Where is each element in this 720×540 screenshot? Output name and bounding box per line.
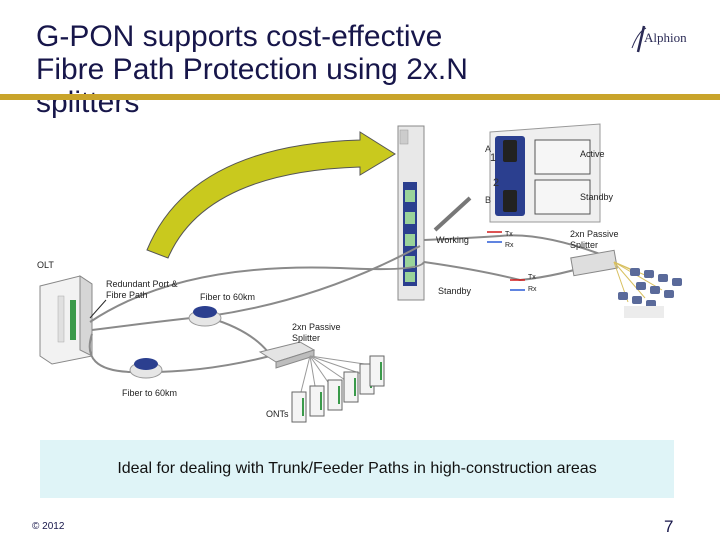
label-onts: ONTs — [266, 409, 289, 419]
curved-arrow — [146, 131, 396, 259]
label-tx-working: Tx — [505, 231, 513, 238]
connector-zoom — [433, 123, 601, 232]
ont-device — [369, 355, 385, 387]
splitter-right — [570, 249, 618, 277]
ont-group — [291, 355, 385, 423]
label-tx-standby: Tx — [528, 274, 536, 281]
title-underline — [0, 94, 720, 100]
label-redundant: Redundant Port & Fibre Path — [106, 279, 178, 300]
logo-text: Alphion — [644, 30, 687, 45]
slide-title: G-PON supports cost-effective Fibre Path… — [36, 20, 468, 119]
page-number: 7 — [664, 517, 674, 536]
ont-device — [327, 379, 343, 411]
port-number-2: 2 — [493, 177, 499, 189]
line-card — [397, 125, 425, 301]
label-rx-standby: Rx — [528, 286, 537, 293]
label-active: Active — [580, 149, 605, 159]
port-letter-b: B — [485, 195, 491, 205]
label-working: Working — [436, 235, 469, 245]
port-number-1: 1 — [490, 152, 496, 164]
label-rx-working: Rx — [505, 242, 514, 249]
ont-cluster-right — [618, 268, 682, 318]
label-splitter-right: 2xn Passive Splitter — [570, 229, 619, 250]
fiber-lower-ring — [88, 333, 271, 374]
label-standby: Standby — [438, 286, 472, 296]
fiber-to-card-standby — [89, 261, 425, 323]
label-fiber-bottom: Fiber to 60km — [122, 388, 178, 398]
label-splitter-middle: 2xn Passive Splitter — [292, 322, 341, 343]
callout-box: Ideal for dealing with Trunk/Feeder Path… — [40, 440, 674, 498]
fiber-upper-ring — [209, 317, 269, 353]
fiber-to-card-working — [91, 245, 421, 331]
ont-device — [343, 371, 359, 403]
fiber-spool-bottom — [129, 358, 163, 379]
working-fiber — [423, 234, 601, 255]
logo-swoosh-icon — [631, 25, 647, 53]
ont-device — [291, 391, 307, 423]
label-fiber-top: Fiber to 60km — [200, 292, 256, 302]
splitter-middle — [258, 341, 316, 369]
redundant-pointer — [89, 299, 107, 319]
label-standby-top: Standby — [580, 192, 614, 202]
ont-device — [309, 385, 325, 417]
label-olt: OLT — [37, 260, 54, 270]
company-logo: Alphion — [626, 22, 712, 56]
callout-text: Ideal for dealing with Trunk/Feeder Path… — [117, 460, 597, 477]
port-letter-a: A — [485, 144, 491, 154]
fiber-spool-top — [188, 306, 222, 327]
copyright: © 2012 — [32, 521, 65, 532]
olt-chassis — [39, 275, 93, 365]
